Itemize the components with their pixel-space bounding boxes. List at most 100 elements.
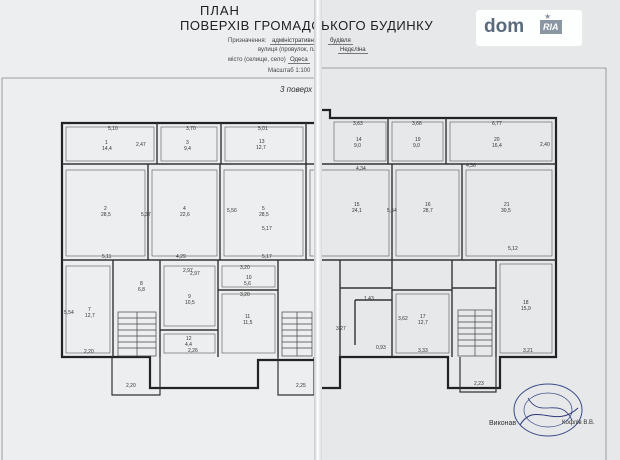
dimension-label: 5,37 xyxy=(141,212,151,218)
room-number: 17 xyxy=(420,314,426,320)
room-width: 2,20 xyxy=(84,349,94,355)
scale-label: Масштаб 1:100 xyxy=(268,68,311,74)
dimension-label: 5,54 xyxy=(64,310,74,316)
outer-walls xyxy=(60,108,558,390)
room-number: 3 xyxy=(186,140,189,146)
room-number: 15 xyxy=(354,202,360,208)
room-area: 28,5 xyxy=(101,212,111,218)
room-width: 3,20 xyxy=(240,265,250,271)
document-title: ПЛАН xyxy=(200,3,240,18)
room-number: 19 xyxy=(415,137,421,143)
dimension-label: 2,97 xyxy=(190,271,200,277)
room-number: 7 xyxy=(88,307,91,313)
street-label: вулиця (провулок, пл.) xyxy=(258,47,321,53)
room-number: 1 xyxy=(105,140,108,146)
dimension-label: 2,25 xyxy=(296,383,306,389)
dimension-label: 5,56 xyxy=(227,208,237,214)
room-number: 8 xyxy=(140,281,143,287)
room-width: 5,12 xyxy=(508,246,518,252)
room-width: 4,34 xyxy=(356,166,366,172)
room-area: 14,4 xyxy=(102,146,112,152)
room-number: 12 xyxy=(186,336,192,342)
purpose-value: адміністративна xyxy=(270,38,320,45)
stair-middle xyxy=(281,311,313,357)
room-area: 16,4 xyxy=(492,143,502,149)
paper-fold xyxy=(314,0,322,460)
room-number: 18 xyxy=(523,300,529,306)
signature-name: Кофлів В.В. xyxy=(562,420,595,426)
room-width: 3,33 xyxy=(418,348,428,354)
dimension-label: 3,62 xyxy=(398,316,408,322)
room-area: 28,7 xyxy=(423,208,433,214)
room-area: 28,5 xyxy=(259,212,269,218)
stamp-seal xyxy=(513,383,583,437)
room-width: 2,97 xyxy=(183,268,193,274)
watermark-logo-text: dom xyxy=(484,16,525,37)
city-label: місто (селище, село) xyxy=(228,57,286,63)
room-area: 10,5 xyxy=(185,300,195,306)
room-width: 2,26 xyxy=(188,348,198,354)
room-area: 22,6 xyxy=(180,212,190,218)
room-area: 12,7 xyxy=(418,320,428,326)
signature-label: Виконав xyxy=(489,420,517,427)
room-area: 5,6 xyxy=(244,281,251,287)
room-number: 13 xyxy=(259,139,265,145)
watermark-logo-badge: RIA xyxy=(540,20,562,34)
room-width: 5,10 xyxy=(108,126,118,132)
document-sheet-right xyxy=(318,0,620,460)
room-width: 3,21 xyxy=(523,348,533,354)
dimension-label: 2,23 xyxy=(474,381,484,387)
room-area: 30,5 xyxy=(501,208,511,214)
dimension-label: 1,43 xyxy=(364,296,374,302)
room-area: 9,0 xyxy=(354,143,361,149)
document-subtitle: ПОВЕРХІВ ГРОМАДСЬКОГО БУДИНКУ xyxy=(180,18,434,33)
interior-walls xyxy=(62,118,556,357)
room-area: 6,8 xyxy=(138,287,145,293)
room-width: 3,20 xyxy=(240,292,250,298)
room-number: 16 xyxy=(425,202,431,208)
room-area: 11,5 xyxy=(243,320,253,326)
stair-right xyxy=(457,309,493,357)
dimension-label: 0,93 xyxy=(376,345,386,351)
watermark-badge: dom ★ RIA xyxy=(476,10,582,46)
city-value: Одеса xyxy=(288,57,310,64)
dimension-label: 3,27 xyxy=(336,326,346,332)
street-value: Недєліна xyxy=(338,47,368,54)
room-area: 24,1 xyxy=(352,208,362,214)
floor-label: 3 поверх xyxy=(280,85,313,94)
room-width: 4,29 xyxy=(176,254,186,260)
stair-left xyxy=(117,311,157,357)
room-width: 5,11 xyxy=(102,254,112,260)
room-area: 12,7 xyxy=(85,313,95,319)
room-number: 20 xyxy=(494,137,500,143)
dimension-label: 2,40 xyxy=(540,142,550,148)
dimension-label: 2,20 xyxy=(126,383,136,389)
room-area: 9,0 xyxy=(413,143,420,149)
room-number: 9 xyxy=(188,294,191,300)
room-width: 4,36 xyxy=(466,163,476,169)
dimension-label: 5,54 xyxy=(387,208,397,214)
dimension-label: 2,47 xyxy=(136,142,146,148)
room-width: 5,17 xyxy=(262,254,272,260)
room-number: 11 xyxy=(245,314,251,320)
dimension-label: 5,17 xyxy=(262,226,272,232)
room-width: 3,63 xyxy=(353,121,363,127)
entrance-stubs xyxy=(111,357,497,396)
room-number: 10 xyxy=(246,275,252,281)
room-width: 5,01 xyxy=(258,126,268,132)
room-area: 15,9 xyxy=(521,306,531,312)
room-number: 4 xyxy=(183,206,186,212)
room-width: 3,66 xyxy=(412,121,422,127)
room-width: 6,77 xyxy=(492,121,502,127)
room-number: 2 xyxy=(104,206,107,212)
room-number: 21 xyxy=(504,202,510,208)
purpose-label: Призначення: xyxy=(228,38,267,44)
room-number: 5 xyxy=(262,206,265,212)
purpose-tail: будівля xyxy=(328,38,353,45)
room-area: 12,7 xyxy=(256,145,266,151)
room-area: 4,4 xyxy=(185,342,192,348)
watermark-star-icon: ★ xyxy=(544,12,552,21)
room-number: 14 xyxy=(356,137,362,143)
room-width: 3,70 xyxy=(186,126,196,132)
room-outlines xyxy=(65,121,553,354)
